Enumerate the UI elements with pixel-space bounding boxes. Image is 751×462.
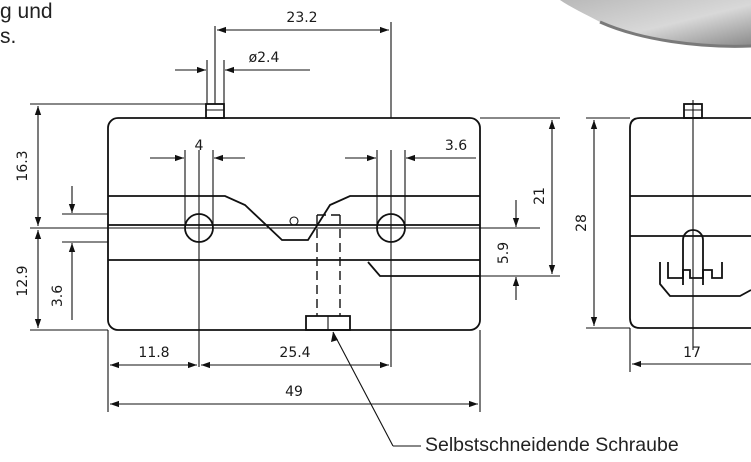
- caption-line-1: g und: [0, 0, 53, 23]
- side-outline: [629, 117, 751, 329]
- caption-line-2: s.: [0, 25, 17, 48]
- dim-3-6-left: 3.6: [50, 285, 66, 307]
- side-view: [629, 100, 751, 350]
- dim-12-9: 12.9: [15, 265, 31, 296]
- dim-diameter-2-4: ø2.4: [249, 50, 280, 66]
- small-hole: [289, 216, 299, 226]
- dimension-lines: [30, 22, 751, 447]
- housing-outline: [107, 117, 481, 331]
- dim-49: 49: [285, 384, 303, 400]
- dim-11-8: 11.8: [138, 345, 169, 361]
- product-photo-fragment: [560, 0, 751, 48]
- upper-band-line: [108, 195, 480, 241]
- dim-3-6-top: 3.6: [445, 138, 467, 154]
- screw-callout-label: Selbstschneidende Schraube: [425, 434, 679, 456]
- dim-25-4: 25.4: [279, 345, 310, 361]
- dim-23-2: 23.2: [286, 10, 317, 26]
- dim-17: 17: [683, 345, 701, 361]
- dim-28: 28: [574, 214, 590, 232]
- front-view: [30, 26, 540, 367]
- dim-4: 4: [195, 138, 204, 154]
- actuator-pin: [205, 103, 225, 119]
- dim-5-9: 5.9: [496, 242, 512, 264]
- dim-16-3: 16.3: [15, 150, 31, 181]
- dimension-labels: 23.2 ø2.4 4 3.6 16.3 12.9 3.6 21 5.9 11.…: [15, 10, 701, 400]
- dim-21: 21: [532, 187, 548, 205]
